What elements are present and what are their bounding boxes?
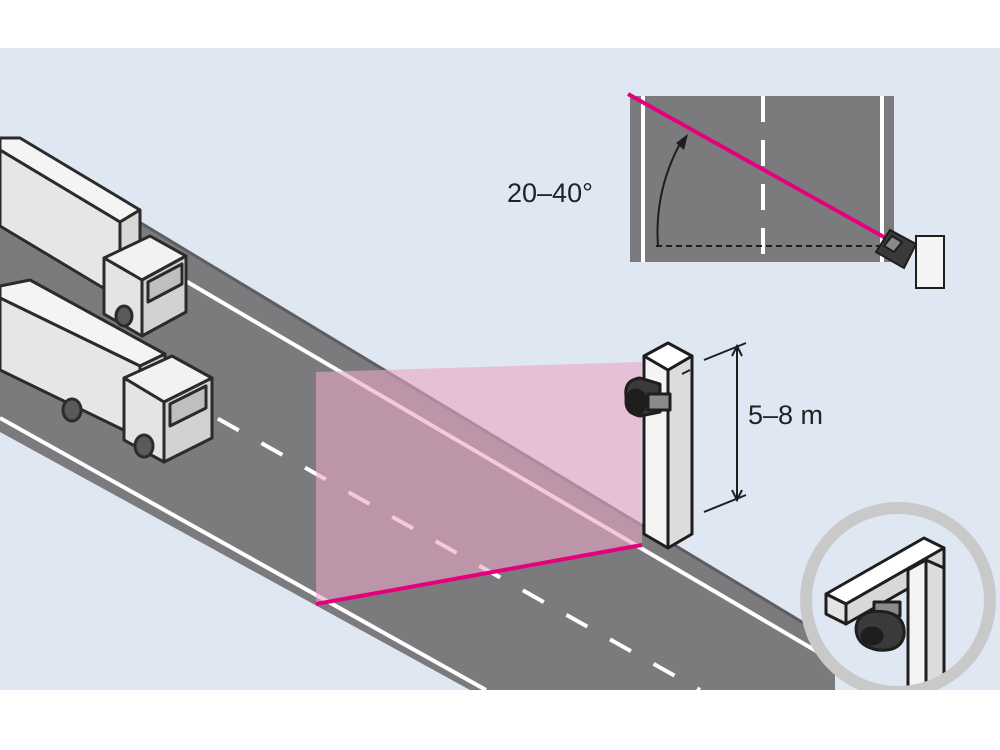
top-view-inset: 20–40°	[507, 92, 945, 289]
truck-front	[0, 278, 214, 464]
height-arrow-bottom	[731, 489, 743, 503]
camera-icon	[624, 376, 672, 418]
top-view-beam	[627, 92, 901, 248]
camera-field-of-view	[316, 362, 642, 604]
pole-side-face	[666, 354, 694, 550]
arc-arrow-icon	[656, 139, 683, 247]
angle-label: 20–40°	[507, 178, 593, 208]
lane-edge-near	[0, 416, 487, 692]
height-tick-top	[703, 342, 747, 361]
detection-line	[315, 543, 643, 606]
bottom-border	[0, 690, 1000, 750]
truck-back	[0, 136, 188, 338]
truck-back-wheel	[114, 304, 134, 328]
mount-pole	[624, 341, 694, 550]
height-label: 5–8 m	[748, 400, 823, 430]
main-scene: 5–8 m	[0, 136, 837, 692]
pole-tick	[681, 369, 691, 375]
truck-front-wheel-cab	[133, 433, 155, 459]
detail-inset-content	[824, 536, 946, 690]
truck-front-wheel-rear	[61, 397, 83, 423]
pole-top	[642, 341, 694, 372]
detail-pole-front	[906, 558, 928, 690]
truck-back-windshield	[146, 262, 184, 304]
detail-dome-camera-icon	[854, 600, 906, 652]
height-arrow-top	[731, 343, 743, 357]
height-dimension	[703, 342, 747, 513]
top-view-camera-lens	[882, 234, 904, 254]
top-view-camera-icon	[874, 228, 945, 289]
truck-front-windshield	[168, 384, 208, 428]
arc-arrowhead	[676, 134, 688, 150]
detail-pole-side	[924, 558, 946, 690]
detail-inset	[800, 502, 996, 698]
top-view-camera-mount	[915, 235, 945, 289]
